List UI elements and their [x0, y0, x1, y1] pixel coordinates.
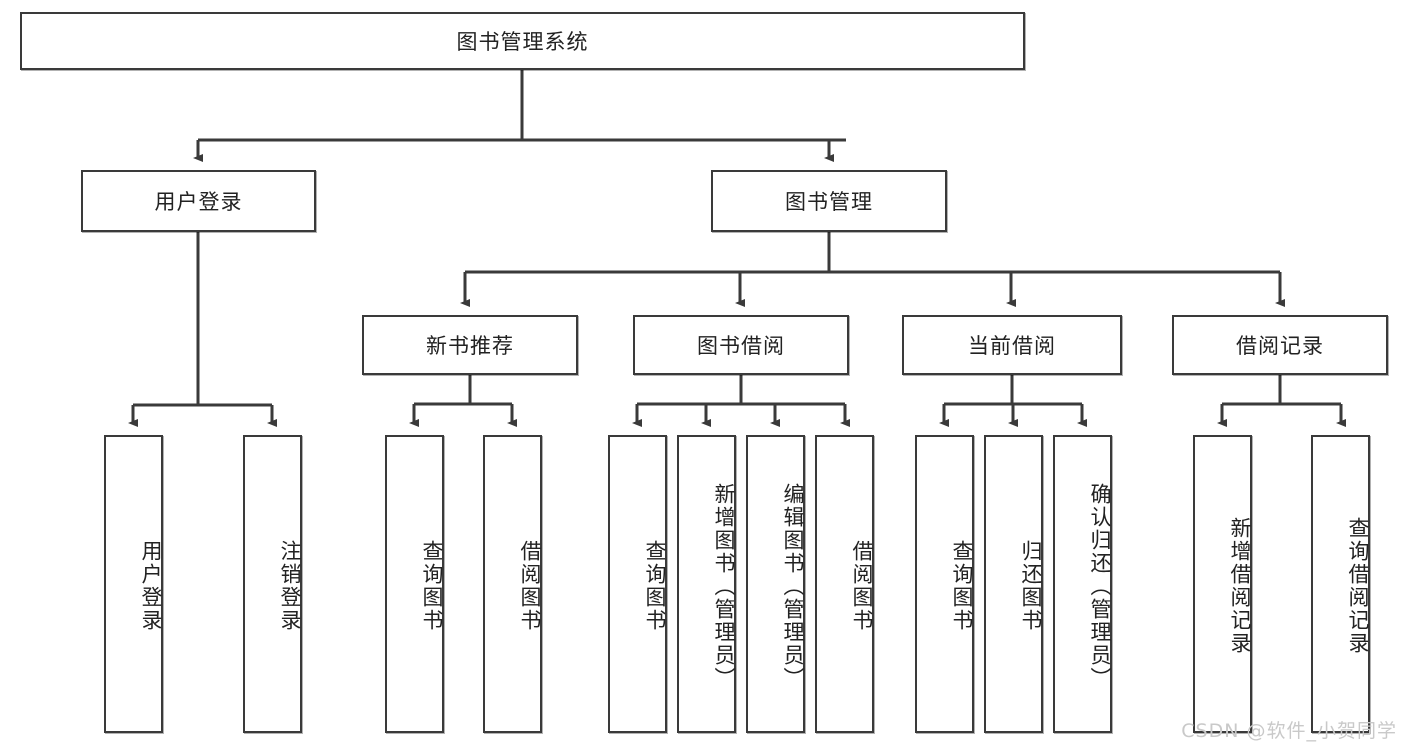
node-label: 新增图书（管理员） — [712, 482, 736, 690]
node-book-management[interactable]: 图书管理 — [711, 170, 947, 232]
csdn-watermark: CSDN @软件_小贺同学 — [1181, 720, 1397, 742]
node-label: 查询图书 — [950, 540, 974, 632]
node-label: 借阅图书 — [518, 540, 542, 632]
node-label: 查询借阅记录 — [1346, 517, 1370, 655]
node-label: 注销登录 — [278, 540, 302, 632]
node-label: 归还图书 — [1019, 540, 1043, 632]
leaf-user-login-signout[interactable]: 注销登录 — [243, 435, 302, 733]
leaf-borrow-add-book-admin[interactable]: 新增图书（管理员） — [677, 435, 736, 733]
leaf-borrow-borrow-book[interactable]: 借阅图书 — [815, 435, 874, 733]
node-label: 新书推荐 — [426, 334, 514, 358]
node-root-system[interactable]: 图书管理系统 — [20, 12, 1025, 70]
node-current-borrow[interactable]: 当前借阅 — [902, 315, 1122, 375]
leaf-record-add-record[interactable]: 新增借阅记录 — [1193, 435, 1252, 733]
node-borrow-record[interactable]: 借阅记录 — [1172, 315, 1388, 375]
leaf-current-confirm-return-admin[interactable]: 确认归还（管理员） — [1053, 435, 1112, 733]
node-new-book-recommend[interactable]: 新书推荐 — [362, 315, 578, 375]
leaf-recommend-borrow-book[interactable]: 借阅图书 — [483, 435, 542, 733]
leaf-current-query-book[interactable]: 查询图书 — [915, 435, 974, 733]
node-label: 当前借阅 — [968, 334, 1056, 358]
node-label: 图书管理 — [785, 190, 873, 214]
node-label: 图书借阅 — [697, 334, 785, 358]
node-label: 查询图书 — [643, 540, 667, 632]
node-label: 图书管理系统 — [456, 30, 589, 54]
leaf-user-login-signin[interactable]: 用户登录 — [104, 435, 163, 733]
leaf-borrow-edit-book-admin[interactable]: 编辑图书（管理员） — [746, 435, 805, 733]
node-label: 查询图书 — [420, 540, 444, 632]
leaf-recommend-query-book[interactable]: 查询图书 — [385, 435, 444, 733]
node-label: 用户登录 — [154, 190, 243, 214]
node-book-borrow[interactable]: 图书借阅 — [633, 315, 849, 375]
node-label: 编辑图书（管理员） — [781, 482, 805, 690]
leaf-borrow-query-book[interactable]: 查询图书 — [608, 435, 667, 733]
leaf-record-query-record[interactable]: 查询借阅记录 — [1311, 435, 1370, 733]
node-label: 新增借阅记录 — [1228, 517, 1252, 655]
leaf-current-return-book[interactable]: 归还图书 — [984, 435, 1043, 733]
node-label: 借阅记录 — [1236, 334, 1324, 358]
node-label: 确认归还（管理员） — [1088, 482, 1112, 690]
node-label: 借阅图书 — [850, 540, 874, 632]
node-user-login[interactable]: 用户登录 — [81, 170, 316, 232]
node-label: 用户登录 — [139, 540, 163, 632]
